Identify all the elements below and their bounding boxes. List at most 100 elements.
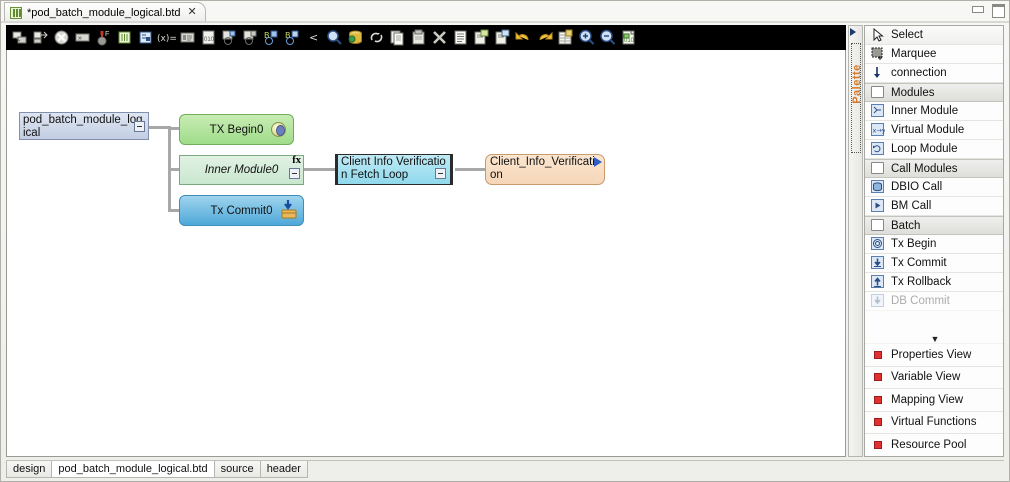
palette-item-db-commit[interactable]: DB Commit (865, 292, 1003, 311)
database-icon[interactable] (345, 27, 366, 48)
data-icon[interactable]: 010 (198, 27, 219, 48)
palette-item-select[interactable]: Select (865, 26, 1003, 45)
rename-icon[interactable]: » (72, 27, 93, 48)
palette-item-mapping-view[interactable]: Mapping View (865, 389, 1004, 412)
palette-group-header-batch[interactable]: Batch (865, 216, 1003, 235)
palette-group-header-modules[interactable]: Modules (865, 83, 1003, 102)
dup-doc-icon[interactable] (492, 27, 513, 48)
connector-inner-to-loop (303, 168, 336, 171)
palette-item-dbio-call[interactable]: DBIO Call (865, 178, 1003, 197)
fx-icon: fx (292, 155, 301, 166)
collapse-toggle-loop[interactable] (435, 168, 446, 179)
export-data-icon[interactable]: 010 (618, 27, 639, 48)
palette-views-group: Properties ViewVariable ViewMapping View… (865, 343, 1004, 457)
red-square-icon (871, 348, 885, 362)
bottom-tab-label: pod_batch_module_logical.btd (58, 463, 207, 475)
dbio-call-icon (871, 180, 885, 194)
palette-item-label: Tx Rollback (891, 276, 1003, 288)
node-tx-commit[interactable]: Tx Commit0 (179, 195, 304, 226)
node-root-module[interactable]: pod_batch_module_logical (19, 112, 149, 140)
red-square-icon (871, 438, 885, 452)
diagram-canvas[interactable]: pod_batch_module_logical TX Begin0 Inner… (6, 50, 846, 457)
tab-underline (1, 21, 1009, 23)
palette-item-virtual-functions[interactable]: Virtual Functions (865, 412, 1004, 435)
editor-tab[interactable]: *pod_batch_module_logical.btd ✕ (4, 2, 206, 22)
palette-item-loop-module[interactable]: Loop Module (865, 140, 1003, 159)
bottom-tabstrip: design pod_batch_module_logical.btd source… (6, 460, 1004, 478)
refresh-icon[interactable] (366, 27, 387, 48)
palette-expand-arrow-icon[interactable] (850, 28, 856, 36)
node-bm-call-label: Client_Info_Verification (490, 156, 595, 181)
node-tx-begin[interactable]: TX Begin0 (179, 114, 294, 145)
palette-item-bm-call[interactable]: BM Call (865, 197, 1003, 216)
table-icon[interactable] (555, 27, 576, 48)
palette-handle[interactable]: Palette (848, 25, 863, 457)
debug-icon[interactable]: F (93, 27, 114, 48)
palette-group-header-call-modules[interactable]: Call Modules (865, 159, 1003, 178)
variable-icon[interactable]: (x)= (156, 27, 177, 48)
bottom-tab-design[interactable]: design (6, 461, 52, 478)
undo-icon[interactable] (513, 27, 534, 48)
delete-icon[interactable] (51, 27, 72, 48)
add-flow-icon[interactable] (30, 27, 51, 48)
paste-icon[interactable] (408, 27, 429, 48)
bottom-tab-source[interactable]: source (214, 461, 261, 478)
node-tx-commit-label: Tx Commit0 (211, 205, 273, 217)
folder-box-icon (871, 219, 885, 233)
redo-icon[interactable] (534, 27, 555, 48)
svg-text:<: < (309, 31, 318, 44)
copy-icon[interactable] (387, 27, 408, 48)
search-magnifier-icon[interactable] (324, 27, 345, 48)
palette-item-search-module[interactable]: Search Module (865, 457, 1004, 458)
batch-edit-icon[interactable]: B (282, 27, 303, 48)
close-x-icon[interactable] (429, 27, 450, 48)
less-than-icon[interactable]: < (303, 27, 324, 48)
tx-begin-icon (871, 237, 885, 251)
palette-item-resource-pool[interactable]: Resource Pool (865, 434, 1004, 457)
palette-scroll-down-icon[interactable]: ▼ (865, 334, 1004, 344)
palette-item-label: Properties View (891, 349, 1004, 361)
play-triangle-icon (594, 157, 602, 167)
zoom-out-icon[interactable] (597, 27, 618, 48)
zoom-in-icon[interactable] (576, 27, 597, 48)
palette-item-properties-view[interactable]: Properties View (865, 344, 1004, 367)
form-icon[interactable] (177, 27, 198, 48)
close-icon[interactable]: ✕ (188, 7, 197, 18)
globe-icon (271, 122, 286, 137)
node-loop-module[interactable]: Client Info Verification Fetch Loop (335, 154, 453, 185)
collapse-toggle-root[interactable] (134, 121, 145, 132)
palette-item-inner-module[interactable]: Inner Module (865, 102, 1003, 121)
svg-text:»: » (78, 35, 82, 42)
palette-item-tx-commit[interactable]: Tx Commit (865, 254, 1003, 273)
palette-item-connection[interactable]: connection (865, 64, 1003, 83)
node-tx-begin-label: TX Begin0 (210, 124, 264, 136)
collapse-toggle-inner[interactable] (289, 168, 300, 179)
bottom-tab-header[interactable]: header (260, 461, 308, 478)
palette-item-tx-begin[interactable]: Tx Begin (865, 235, 1003, 254)
list-icon[interactable] (450, 27, 471, 48)
virtual-module-icon: x→y (871, 123, 885, 137)
batch-out-icon[interactable] (240, 27, 261, 48)
palette-item-label: Inner Module (891, 105, 1003, 117)
palette-item-label: Modules (891, 87, 1003, 99)
batch-new-icon[interactable]: B (261, 27, 282, 48)
new-doc-icon[interactable] (471, 27, 492, 48)
add-module-icon[interactable] (9, 27, 30, 48)
node-inner-module-label: Inner Module0 (205, 164, 279, 176)
svg-text:(x)=: (x)= (157, 34, 177, 44)
palette-item-marquee[interactable]: Marquee (865, 45, 1003, 64)
batch-in-icon[interactable] (219, 27, 240, 48)
palette-item-virtual-module[interactable]: x→yVirtual Module (865, 121, 1003, 140)
node-bm-call[interactable]: Client_Info_Verification (485, 154, 605, 185)
red-square-icon (871, 370, 885, 384)
db-commit-icon (871, 294, 885, 308)
bottom-tab-label: header (267, 463, 301, 475)
bm-icon[interactable] (135, 27, 156, 48)
btd-icon[interactable] (114, 27, 135, 48)
node-inner-module[interactable]: Inner Module0 fx (179, 155, 304, 185)
palette-item-label: Virtual Functions (891, 416, 1004, 428)
editor-tab-label: *pod_batch_module_logical.btd (27, 7, 181, 19)
palette-item-variable-view[interactable]: Variable View (865, 367, 1004, 390)
bottom-tab-pod-batch-module-logical-btd[interactable]: pod_batch_module_logical.btd (51, 461, 214, 478)
palette-item-tx-rollback[interactable]: Tx Rollback (865, 273, 1003, 292)
